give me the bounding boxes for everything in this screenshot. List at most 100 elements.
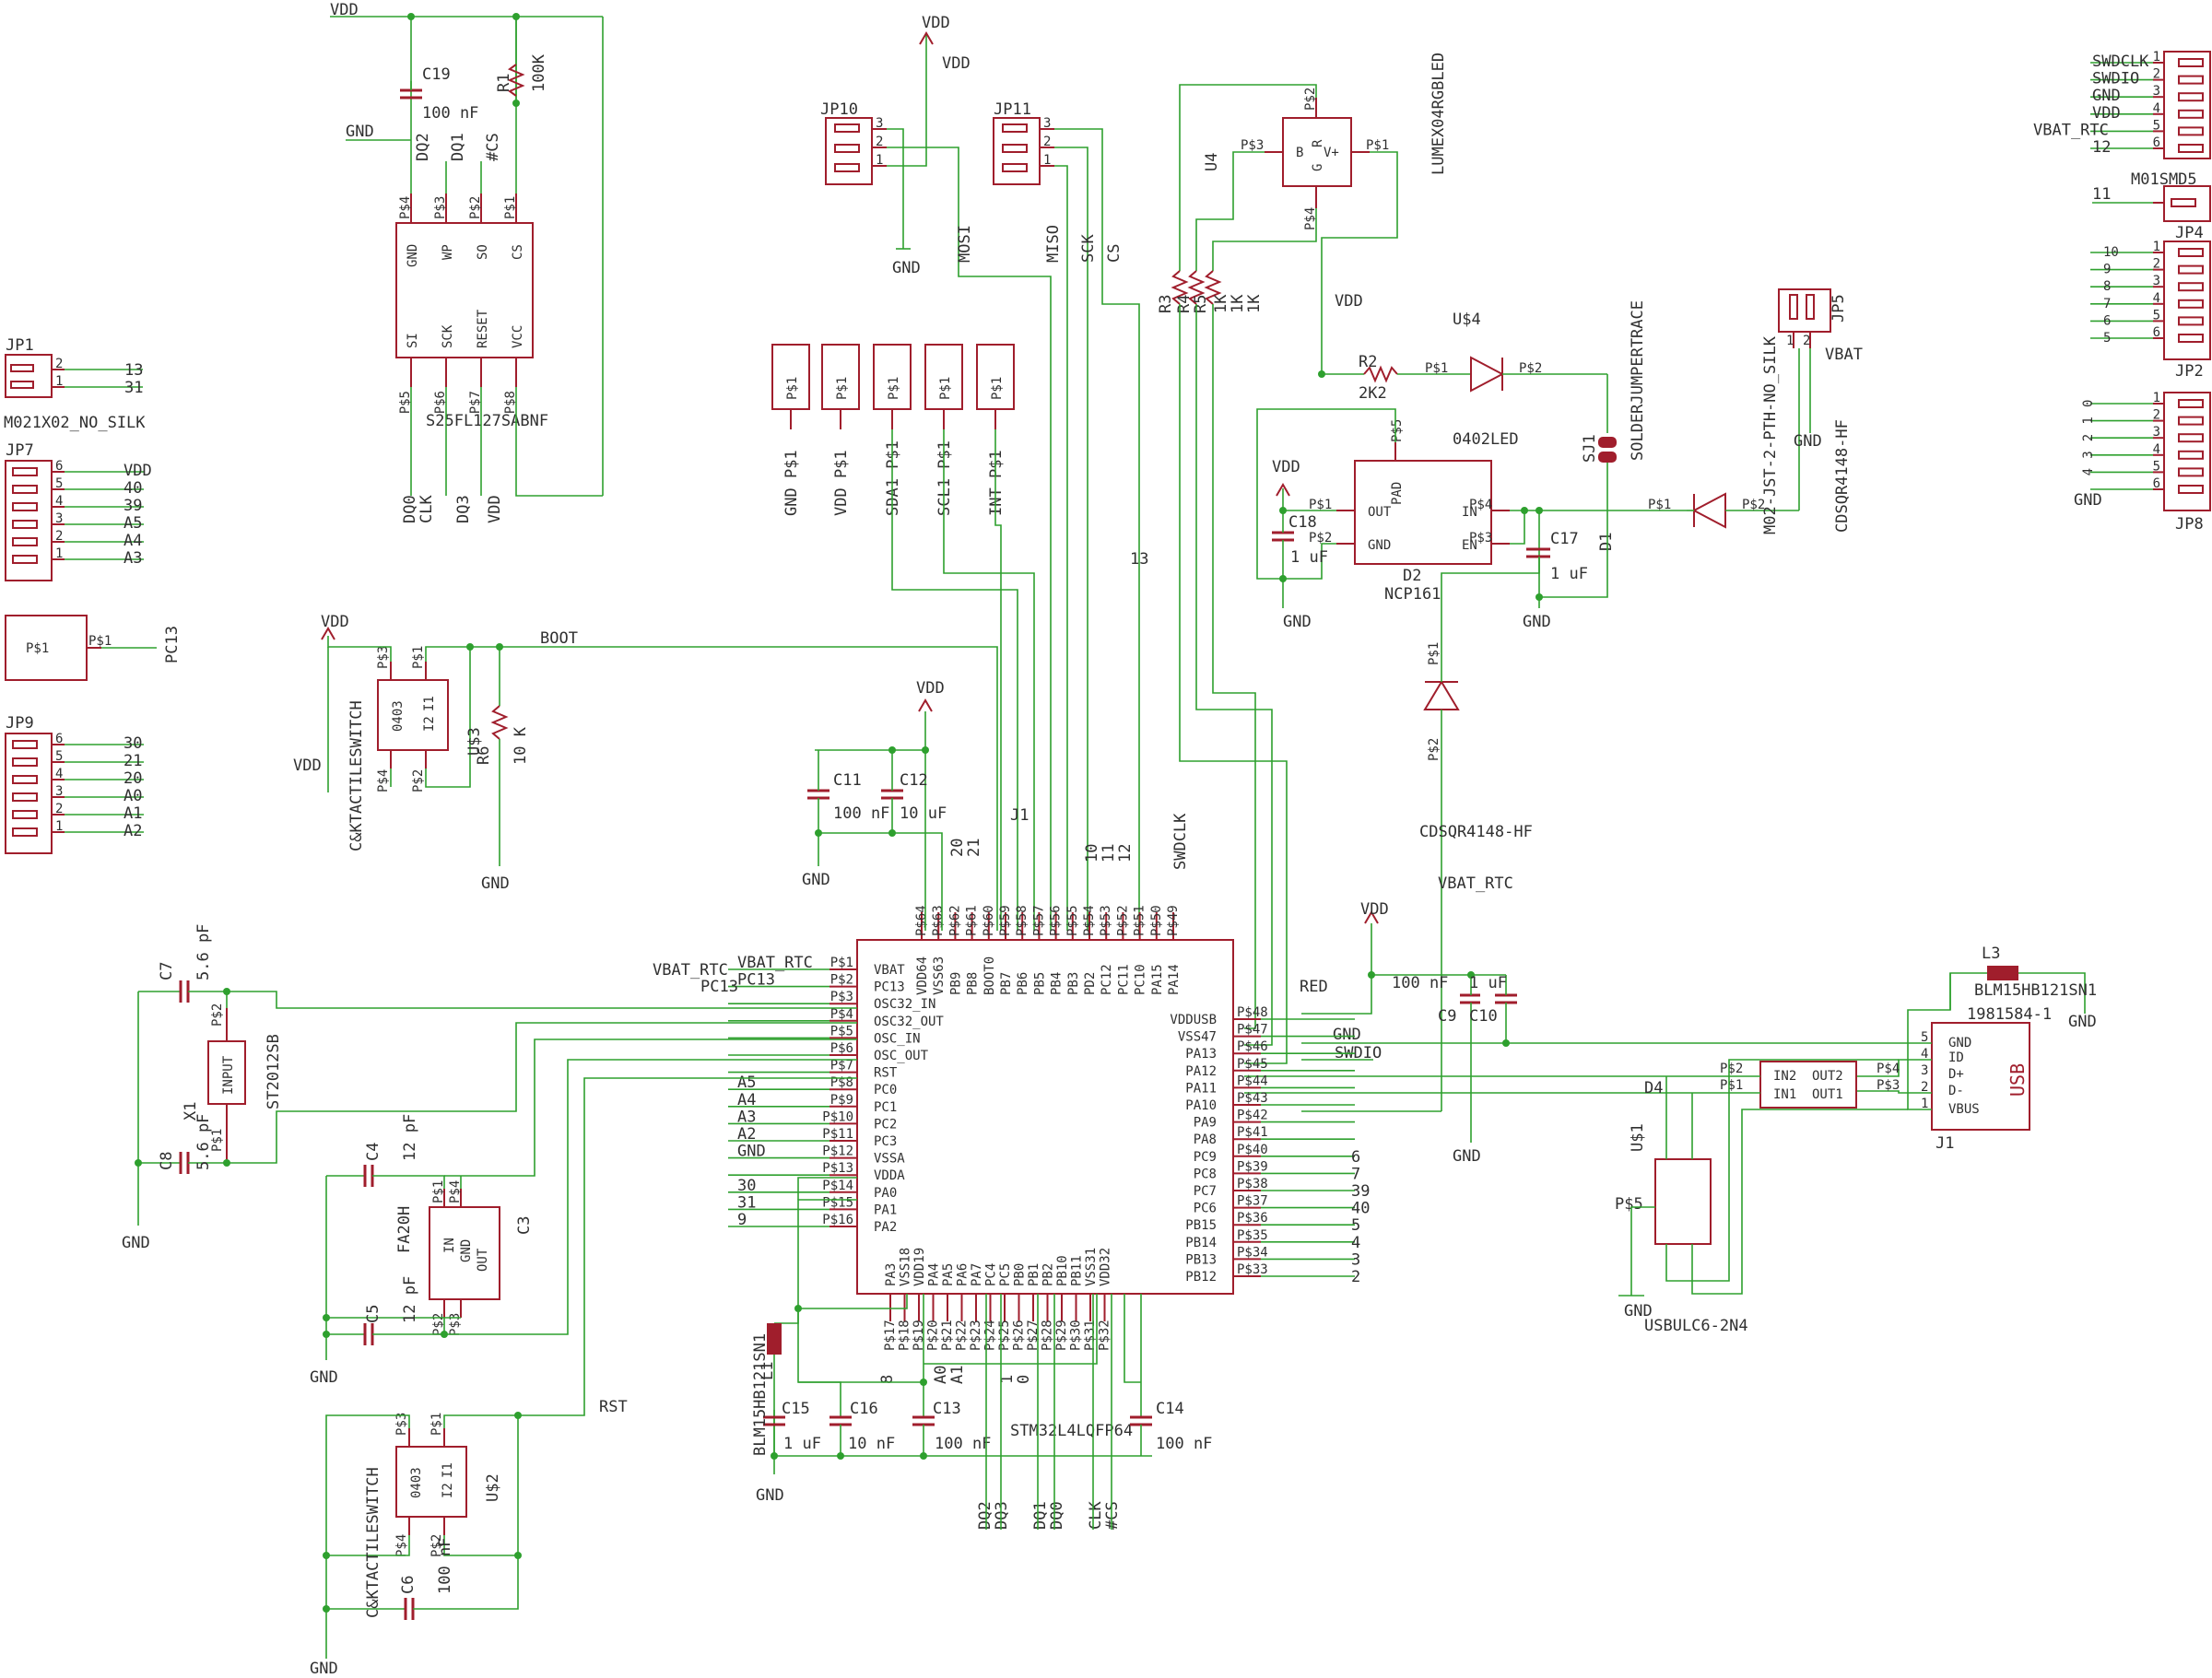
bottom-signal: CLK <box>1087 1501 1105 1530</box>
c13-ref: C13 <box>933 1400 961 1418</box>
mcu-pad: P$1 <box>830 956 853 970</box>
x1-pad: P$1 <box>210 1129 225 1152</box>
flash-net: #CS <box>484 133 502 161</box>
c19-ref: C19 <box>422 65 451 84</box>
pc13-pad-pin: P$1 <box>88 634 112 649</box>
usb-num: 1 <box>1921 1097 1928 1111</box>
esd-pin: OUT2 <box>1812 1069 1843 1084</box>
header-pin-number: 2 <box>2153 67 2160 82</box>
usb-area: USB GND ID D+ D- VBUS 5 4 3 2 1 J1 19815… <box>1244 900 2097 1335</box>
vdd-label: VDD <box>1272 458 1300 476</box>
mcu-pin-name: PB2 <box>1041 1263 1056 1286</box>
mcu-left-net: 30 <box>737 1177 756 1195</box>
mcu-pad: P$61 <box>965 905 980 936</box>
c7-ref: C7 <box>158 962 176 980</box>
x2-pad: P$1 <box>431 1180 446 1203</box>
reg-value: NCP161 <box>1384 585 1441 604</box>
mcu-top-net: SWDCLK <box>1171 813 1190 870</box>
jp2-net: 8 <box>2103 279 2111 294</box>
mcu-pad: P$30 <box>1069 1320 1084 1351</box>
mcu-pin-name: PB6 <box>1016 972 1030 995</box>
mcu-pad: P$55 <box>1065 905 1080 936</box>
mcu-pin-name: OSC_IN <box>874 1031 921 1046</box>
mcu-right-net: 6 <box>1351 1148 1360 1167</box>
mcu-right-net: 40 <box>1351 1200 1370 1218</box>
jp7-ref: JP7 <box>6 441 34 460</box>
mcu-pin-name: PC0 <box>874 1083 897 1097</box>
mcu-left-net: A5 <box>737 1074 756 1092</box>
vdd-label: VDD <box>922 14 950 32</box>
mcu-pad: P$35 <box>1237 1228 1268 1243</box>
jp2-net: 7 <box>2103 297 2111 311</box>
header-jp1: JP1 2 1 13 31 M021X02_NO_SILK <box>4 336 146 432</box>
usb-num: 5 <box>1921 1030 1928 1045</box>
header-pin-body <box>2178 264 2204 275</box>
testpad-pad: P$1 <box>835 377 850 400</box>
mcu-left-net: A3 <box>737 1108 756 1126</box>
c6-value: 100 nF <box>436 1538 454 1594</box>
mcu-pin-name: VSS31 <box>1084 1248 1099 1286</box>
indicator-led: R2 2K2 U$4 0402LED P$1 P$2 VDD SJ1 SOLDE… <box>1318 292 1852 551</box>
mcu-pin-name: PA4 <box>927 1263 942 1286</box>
jp11-pin: 1 <box>1043 153 1051 168</box>
mcu-right-net: 39 <box>1351 1182 1370 1201</box>
x1-body: INPUT <box>221 1055 236 1095</box>
header-pin-number: 3 <box>55 784 63 799</box>
flash-pad: P$7 <box>468 391 483 414</box>
header-pin-number: 5 <box>2153 459 2160 474</box>
header-pin-number: 2 <box>55 802 63 816</box>
x2-pin: GND <box>459 1239 474 1262</box>
jp6-net: SWDCLK <box>2092 53 2149 71</box>
mcu-pin-name: PA1 <box>874 1203 897 1217</box>
sw2-body: 0403 <box>409 1467 424 1498</box>
header-pin-number: 3 <box>2153 425 2160 440</box>
jp4-net: 11 <box>2092 185 2111 204</box>
led-pin: B <box>1296 146 1303 160</box>
header-pin-number: 1 <box>2153 50 2160 65</box>
header-pin-body <box>12 502 38 511</box>
x1-pad: P$2 <box>210 1003 225 1027</box>
jp4-ref: JP4 <box>2175 224 2204 242</box>
led-ref: U4 <box>1203 153 1221 171</box>
mcu-pad: P$56 <box>1049 905 1064 936</box>
jp8-net: 0 <box>2081 400 2096 407</box>
r1-ref: R1 <box>495 74 513 92</box>
gnd-label: GND <box>1624 1302 1653 1320</box>
jp1-pin: 2 <box>55 357 63 371</box>
header-pin-body <box>2178 126 2204 136</box>
usb-num: 4 <box>1921 1047 1928 1062</box>
jp2-net: 9 <box>2103 263 2111 277</box>
mcu-pin-name: PA6 <box>956 1263 971 1286</box>
mcu-pin-name: PB8 <box>966 972 981 995</box>
header-pin-body <box>2178 144 2204 153</box>
mcu-pin-name: PA14 <box>1167 964 1182 995</box>
sw1-pad: P$3 <box>376 646 391 669</box>
c12-ref: C12 <box>900 771 928 790</box>
reset-switch: 0403 I2 I1 P$3 P$1 P$4 P$2 GND RST U$2 C… <box>310 1077 857 1678</box>
header-pin-body <box>12 757 38 767</box>
mcu-value: STM32L4LQFP64 <box>1010 1422 1133 1440</box>
flash-pad: P$5 <box>398 391 413 414</box>
mcu-pad: P$57 <box>1031 905 1046 936</box>
sw2-ref: U$2 <box>484 1473 502 1502</box>
reg-pad: P$4 <box>1469 498 1492 512</box>
mcu-pad: P$21 <box>940 1320 955 1351</box>
header-net: A5 <box>124 514 142 533</box>
jp5-pin: 1 <box>1786 334 1794 348</box>
bottom-signal: DQ0 <box>1048 1501 1066 1530</box>
header-net: 21 <box>124 752 142 770</box>
reg-pad: P$1 <box>1309 498 1332 512</box>
jp6-ref: M01SMD5 <box>2131 170 2197 189</box>
mcu-left-net: A2 <box>737 1125 756 1144</box>
mcu-pad: P$9 <box>830 1093 853 1108</box>
mcu-pin-name: PD2 <box>1083 972 1098 995</box>
mcu-pin-name: PB3 <box>1066 972 1081 995</box>
mcu-pin-name: PB4 <box>1050 972 1065 995</box>
header-pin-body <box>12 555 38 564</box>
mcu-pad: P$38 <box>1237 1177 1268 1191</box>
header-pin-number: 2 <box>55 529 63 544</box>
header-pin-body <box>2178 467 2204 477</box>
flash-pad: P$1 <box>503 196 518 219</box>
gnd-label: GND <box>892 259 921 277</box>
